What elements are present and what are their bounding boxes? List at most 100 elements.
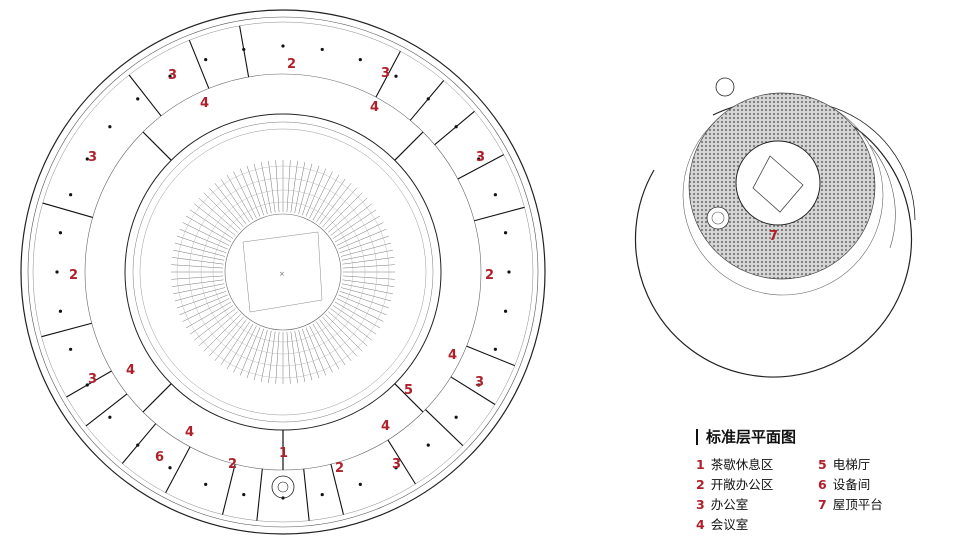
grille-spoke: [233, 171, 257, 219]
grille-spoke: [268, 160, 276, 213]
grille-spoke: [316, 178, 346, 223]
grille-spoke: [214, 319, 247, 361]
room-label: 3: [476, 150, 485, 165]
column: [320, 492, 324, 497]
atrium-skylight-frame: [242, 231, 323, 313]
grille-spoke: [171, 264, 224, 269]
room-partition: [450, 376, 496, 405]
column: [168, 466, 172, 470]
grille-spoke: [176, 235, 227, 253]
column: [136, 97, 140, 101]
room-partition: [474, 206, 525, 222]
column: [69, 193, 73, 197]
grille-spoke: [336, 222, 384, 246]
column: [426, 443, 430, 447]
grille-spoke: [319, 183, 352, 225]
legend-item-label: 茶歇休息区: [710, 457, 774, 472]
grille-spoke: [334, 301, 381, 329]
column: [204, 482, 208, 486]
legend-title-bar: [696, 428, 698, 445]
column: [108, 415, 112, 419]
grille-spoke: [239, 168, 261, 217]
grille-spoke: [325, 192, 363, 230]
room-label: 3: [475, 375, 484, 390]
legend-item-label: 设备间: [832, 477, 871, 492]
grille-spoke: [173, 249, 225, 261]
grille-spoke: [179, 294, 228, 316]
grille-spoke: [182, 298, 230, 322]
column: [136, 443, 140, 447]
spiral-stair: [271, 475, 295, 499]
column: [58, 309, 63, 313]
column: [242, 47, 246, 52]
grille-spoke: [275, 160, 280, 213]
legend-item-label: 屋顶平台: [832, 497, 883, 512]
column: [168, 74, 172, 78]
legend-item: 6 设备间: [818, 474, 870, 493]
standard-floor-plan: ×: [20, 9, 546, 535]
grille-spoke: [260, 162, 272, 214]
room-label: 6: [155, 450, 164, 465]
grille-spoke: [294, 330, 306, 382]
legend-item-label: 办公室: [710, 497, 749, 512]
grille-ring: [212, 201, 354, 343]
column: [85, 383, 89, 387]
grille-spoke: [198, 197, 239, 233]
grille-spoke: [173, 283, 225, 295]
grille-spoke: [330, 203, 372, 236]
grille-spoke: [182, 222, 230, 246]
core-wall: [142, 131, 172, 161]
grille-spoke: [189, 305, 234, 335]
legend-item-label: 会议室: [710, 517, 749, 532]
core-wall: [394, 131, 424, 161]
column: [477, 157, 481, 161]
column: [426, 97, 430, 101]
legend-title-text: 标准层平面图: [706, 428, 797, 446]
grille-spoke: [319, 319, 352, 361]
grille-spoke: [220, 321, 250, 366]
legend-item-num: 6: [818, 477, 827, 492]
column: [358, 482, 362, 486]
column: [320, 47, 324, 52]
atrium-grille: [171, 160, 395, 384]
grille-spoke: [246, 165, 264, 216]
room-partition: [41, 322, 92, 338]
grille-spoke: [185, 301, 232, 329]
room-partition: [375, 51, 401, 98]
grille-spoke: [316, 321, 346, 366]
column: [204, 58, 208, 62]
atrium-edge: [139, 128, 427, 416]
center-mark: ×: [279, 270, 285, 278]
grille-spoke: [338, 228, 387, 250]
grille-spoke: [174, 242, 226, 257]
grille-spoke: [332, 305, 377, 335]
roof-rim-arc-inner: [869, 144, 896, 249]
grille-spoke: [342, 257, 395, 265]
grille-spoke: [171, 279, 224, 287]
grille-spoke: [332, 209, 377, 239]
room-partition: [303, 468, 310, 521]
grille-spoke: [189, 209, 234, 239]
grille-spoke: [298, 163, 313, 215]
room-label: 2: [287, 57, 296, 72]
grille-spoke: [290, 160, 298, 213]
grille-ring: [200, 189, 366, 355]
plan-room-numbers: 1 2 2 2 2 2 3 3 3 3 3 3 3 4 4 4 4 4 4 5 …: [69, 57, 494, 476]
room-partition: [330, 463, 345, 515]
room-label: 4: [126, 363, 135, 378]
column: [394, 74, 398, 78]
grille-spoke: [214, 183, 247, 225]
facade-outer-ring: [20, 9, 546, 535]
column: [69, 347, 73, 351]
room-partitions: [41, 25, 525, 521]
grille-spoke: [208, 316, 244, 357]
spiral-stair-core: [277, 481, 289, 493]
column: [493, 347, 497, 351]
grille-spoke: [268, 331, 276, 384]
